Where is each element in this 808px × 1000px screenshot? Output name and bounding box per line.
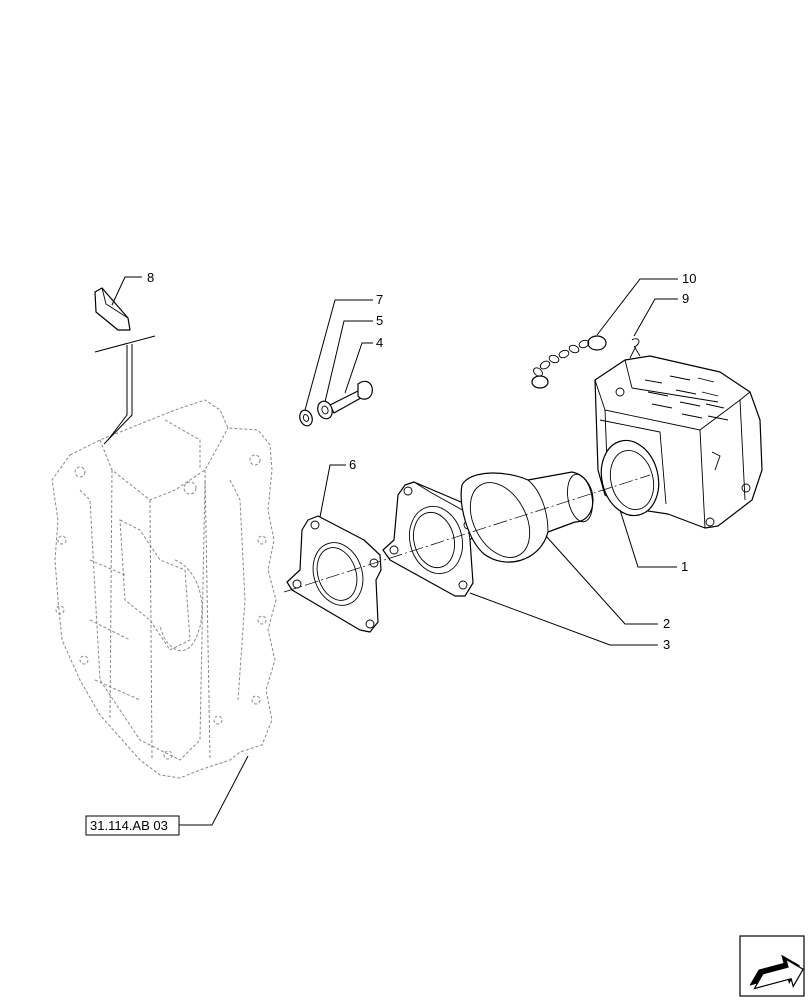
assembly-axis-line (283, 474, 651, 593)
callout-3: 3 (663, 637, 670, 652)
reference-box[interactable]: 31.114.AB 03 (85, 815, 180, 836)
callout-10: 10 (682, 271, 696, 286)
washer-part-7 (299, 409, 313, 427)
callout-7: 7 (376, 292, 383, 307)
washer-part-5 (317, 400, 333, 420)
muffler-vent-slots (644, 375, 729, 421)
exhaust-pipe-part-2 (460, 471, 594, 563)
callout-2: 2 (663, 616, 670, 631)
callout-8: 8 (147, 270, 154, 285)
callout-5: 5 (376, 313, 383, 328)
bolt-part-4 (329, 380, 373, 414)
chain-part-10 (531, 335, 607, 389)
flange-part-3 (382, 481, 479, 597)
callout-9: 9 (682, 291, 689, 306)
callout-1: 1 (681, 559, 688, 574)
callout-4: 4 (376, 335, 383, 350)
clip-part-8 (94, 287, 131, 331)
reference-box-label: 31.114.AB 03 (90, 818, 168, 833)
callout-6: 6 (349, 457, 356, 472)
transmission-housing-reference (51, 399, 277, 779)
leader-lines (94, 276, 678, 826)
muffler-part-1 (594, 355, 763, 529)
gasket-part-6 (286, 515, 382, 633)
next-page-arrow-icon[interactable] (739, 935, 807, 997)
callout-labels: 8 7 5 4 6 10 9 1 2 3 (147, 270, 696, 652)
pin-part-9 (629, 338, 641, 359)
